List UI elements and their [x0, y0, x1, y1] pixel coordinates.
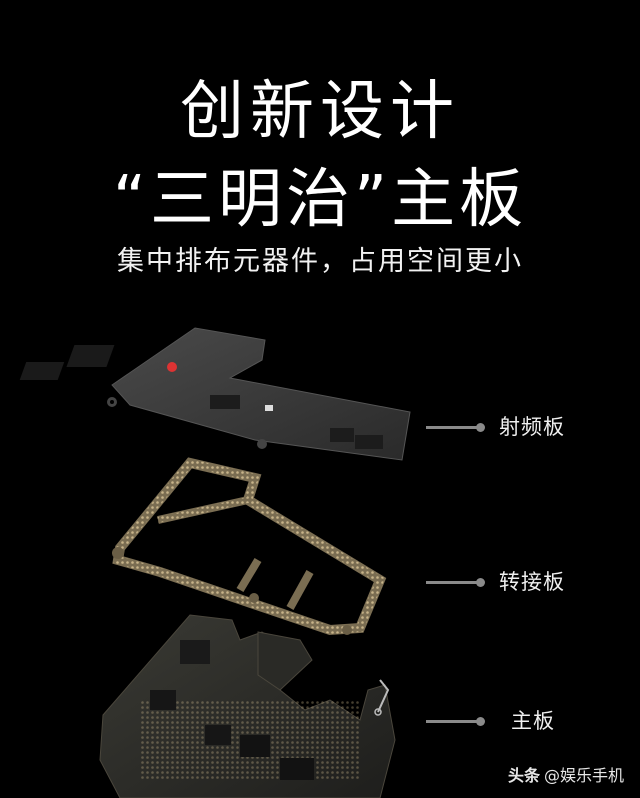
interposer-board [112, 457, 387, 636]
callout-line [426, 580, 478, 584]
callout-interposer-board: 转接板 [426, 570, 565, 594]
callout-line [426, 425, 478, 429]
main-board [99, 614, 396, 798]
headline-subtitle: 集中排布元器件，占用空间更小 [117, 246, 523, 277]
callout-label: 转接板 [499, 570, 565, 594]
headline-line-1: 创新设计 [180, 75, 460, 149]
watermark-brand: 头条 [508, 766, 541, 785]
callout-main-board: 主板 [426, 709, 555, 733]
callout-rf-board: 射频板 [426, 415, 565, 439]
watermark: 头条@娱乐手机 [508, 762, 624, 786]
callout-line [426, 719, 478, 723]
rf-board [19, 327, 411, 461]
callout-dot-icon [476, 716, 485, 726]
watermark-handle: @娱乐手机 [544, 766, 625, 785]
callout-dot-icon [476, 577, 485, 587]
callout-label: 射频板 [499, 415, 565, 439]
headline-line-2: “三明治”主板 [112, 163, 528, 237]
callout-dot-icon [476, 422, 485, 432]
callout-label: 主板 [511, 709, 555, 733]
